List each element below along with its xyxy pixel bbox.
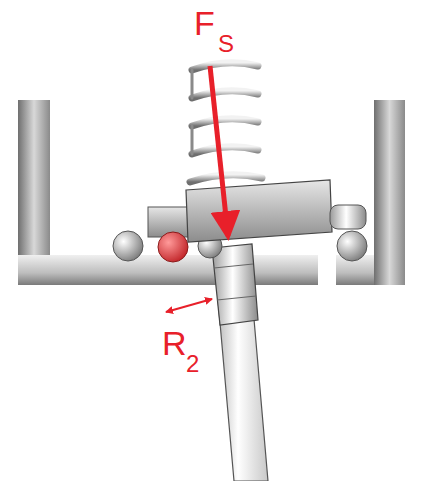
force-symbol: F [194, 6, 215, 40]
radius-subscript: 2 [186, 352, 199, 376]
force-subscript: S [218, 32, 234, 56]
radius-symbol: R [162, 326, 187, 360]
